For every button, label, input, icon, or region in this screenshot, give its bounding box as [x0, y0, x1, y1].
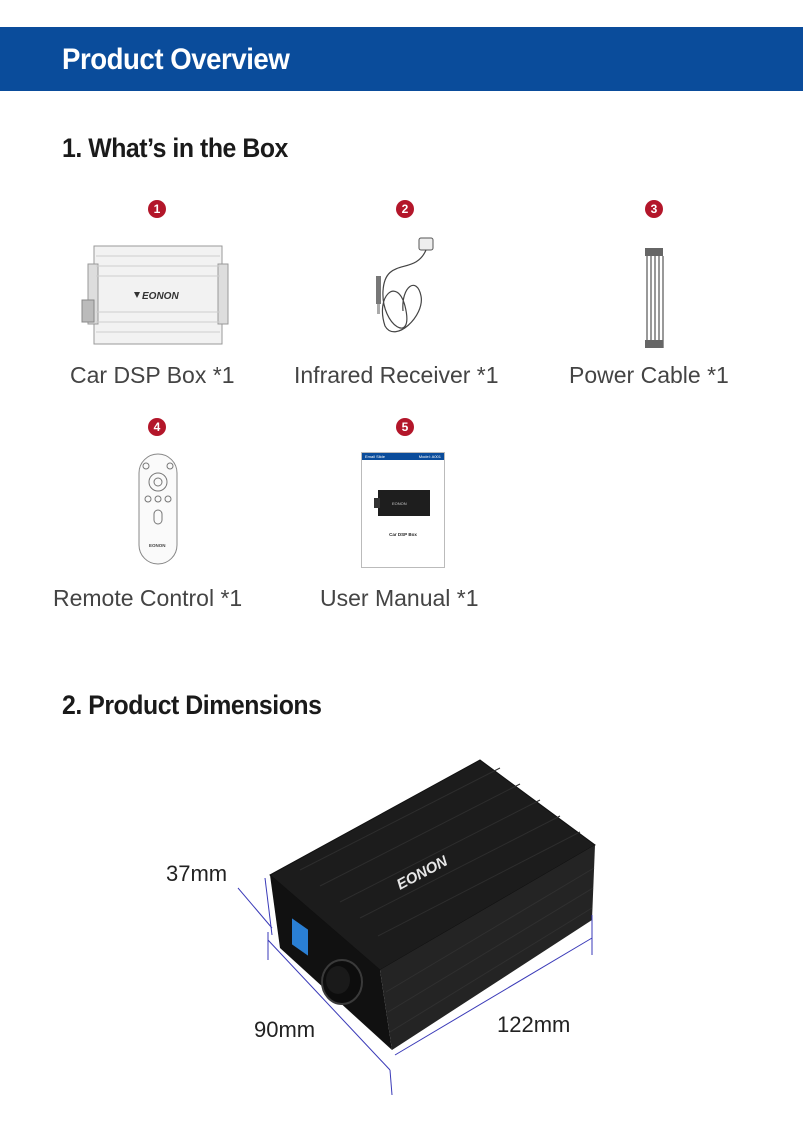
page-title: Product Overview [62, 43, 290, 76]
manual-product-photo: EONON [374, 490, 430, 516]
manual-cover-caption: Car DSP Box [389, 532, 417, 537]
svg-text:EONON: EONON [149, 543, 166, 548]
item-label-infrared-receiver: Infrared Receiver *1 [294, 362, 499, 388]
dsp-box-image: EONON [81, 245, 229, 345]
header-banner: Product Overview [0, 27, 803, 91]
dimension-length-label: 122mm [497, 1012, 571, 1037]
user-manual-image: Email Slide Model: A001 EONON Car DSP Bo… [361, 452, 445, 568]
manual-cover-header: Email Slide Model: A001 [362, 453, 444, 460]
item-number-badge: 3 [645, 200, 663, 218]
dimension-height-label: 37mm [166, 861, 228, 886]
power-cable-image [645, 248, 664, 348]
section-title-box: 1. What’s in the Box [62, 133, 288, 163]
dimension-depth-label: 90mm [254, 1017, 316, 1042]
item-number-badge: 1 [148, 200, 166, 218]
item-label-power-cable: Power Cable *1 [569, 362, 729, 388]
brand-logo-text: EONON [142, 291, 179, 302]
item-number-badge: 2 [396, 200, 414, 218]
remote-control-image: EONON [138, 453, 178, 565]
item-label-dsp-box: Car DSP Box *1 [70, 362, 235, 388]
item-number-badge: 4 [148, 418, 166, 436]
infrared-receiver-image [376, 237, 434, 333]
item-label-user-manual: User Manual *1 [320, 585, 479, 611]
product-dimension-image: EONON [237, 759, 596, 1096]
section-title-dimensions: 2. Product Dimensions [62, 690, 322, 720]
item-number-badge: 5 [396, 418, 414, 436]
item-label-remote-control: Remote Control *1 [53, 585, 243, 611]
svg-text:EONON: EONON [392, 501, 407, 506]
